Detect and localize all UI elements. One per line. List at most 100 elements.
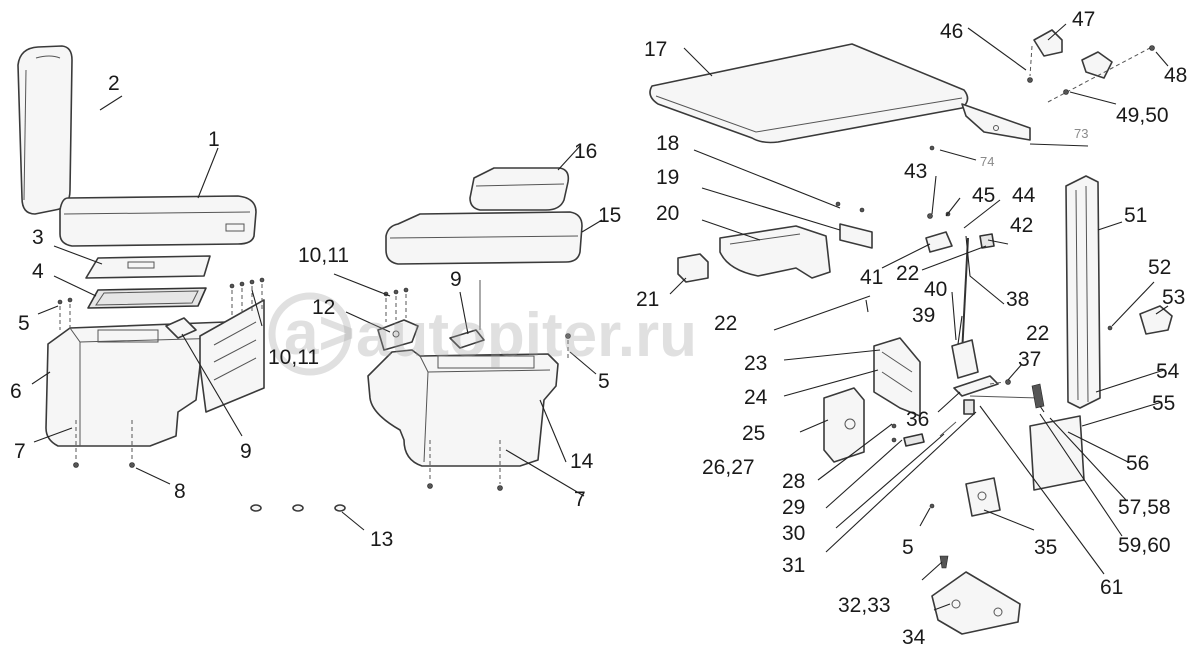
callout-32-33: 32,33 xyxy=(838,594,891,617)
callout-18: 18 xyxy=(656,132,679,155)
callout-29: 29 xyxy=(782,496,805,519)
callout-34: 34 xyxy=(902,626,926,649)
middle-seat-assembly xyxy=(367,167,583,491)
callout-55: 55 xyxy=(1152,392,1175,415)
left-fasteners xyxy=(57,277,346,512)
leader-lines xyxy=(31,23,1169,611)
callout-37: 37 xyxy=(1018,348,1041,371)
callout-25: 25 xyxy=(742,422,765,445)
callout-9b: 9 xyxy=(450,268,462,291)
callout-30: 30 xyxy=(782,522,805,545)
callout-38: 38 xyxy=(1006,288,1029,311)
callout-8: 8 xyxy=(174,480,186,503)
callout-17: 17 xyxy=(644,38,667,61)
part-base-plate-34 xyxy=(931,571,1021,635)
part-hinge-53 xyxy=(1139,305,1173,335)
callout-19: 19 xyxy=(656,166,679,189)
watermark: a> autopiter.ru xyxy=(268,292,697,376)
part-mechanism-39 xyxy=(951,339,979,379)
callout-22c: 22 xyxy=(1026,322,1049,345)
callout-47: 47 xyxy=(1072,8,1095,31)
part-small-cushion xyxy=(469,167,570,211)
callout-46: 46 xyxy=(940,20,963,43)
callout-61: 61 xyxy=(1100,576,1123,599)
callout-36: 36 xyxy=(906,408,929,431)
part-side-panel xyxy=(199,299,265,413)
callout-56: 56 xyxy=(1126,452,1149,475)
part-rod-38 xyxy=(961,237,969,355)
part-bushing-42 xyxy=(979,233,995,249)
callout-31: 31 xyxy=(782,554,805,577)
callout-7a: 7 xyxy=(14,440,26,463)
callout-15: 15 xyxy=(598,204,621,227)
part-bracket-47b xyxy=(1081,51,1113,79)
callout-16: 16 xyxy=(574,140,597,163)
callout-73: 73 xyxy=(1074,126,1088,141)
callout-42: 42 xyxy=(1010,214,1033,237)
part-bracket-12 xyxy=(377,319,419,351)
callout-10-11b: 10,11 xyxy=(268,346,319,369)
callout-22a: 22 xyxy=(714,312,737,335)
part-bar-19 xyxy=(839,223,873,249)
callout-28: 28 xyxy=(782,470,805,493)
callout-54: 54 xyxy=(1156,360,1180,383)
watermark-symbol: a> xyxy=(284,299,355,368)
part-latch-35 xyxy=(965,477,1001,517)
callout-39: 39 xyxy=(912,304,935,327)
callout-10-11a: 10,11 xyxy=(298,244,349,267)
part-lever-36 xyxy=(953,375,999,397)
part-seat-plate xyxy=(85,255,211,279)
callout-2: 2 xyxy=(108,72,120,95)
callout-12: 12 xyxy=(312,296,335,319)
callout-52: 52 xyxy=(1148,256,1171,279)
part-spring-29 xyxy=(903,433,925,447)
callout-4: 4 xyxy=(32,260,44,283)
watermark-text: autopiter.ru xyxy=(356,301,697,370)
part-backrest-cushion xyxy=(17,45,73,215)
part-middle-seat-cushion xyxy=(385,211,583,265)
part-seat-cushion xyxy=(59,195,257,247)
callout-1: 1 xyxy=(208,128,220,151)
callout-44: 44 xyxy=(1012,184,1036,207)
callout-59-60: 59,60 xyxy=(1118,534,1171,557)
callout-13: 13 xyxy=(370,528,393,551)
part-bracket-9 xyxy=(165,317,197,339)
callout-45: 45 xyxy=(972,184,995,207)
part-tray-20 xyxy=(719,225,831,279)
part-support-column-51 xyxy=(1065,175,1101,409)
callout-40: 40 xyxy=(924,278,947,301)
part-middle-box-housing xyxy=(367,349,559,467)
callout-43: 43 xyxy=(904,160,927,183)
part-side-panel-56 xyxy=(1029,415,1085,491)
callout-20: 20 xyxy=(656,202,679,225)
callout-24: 24 xyxy=(744,386,768,409)
callout-23: 23 xyxy=(744,352,767,375)
callout-74: 74 xyxy=(980,154,994,169)
callout-9a: 9 xyxy=(240,440,252,463)
callout-35: 35 xyxy=(1034,536,1057,559)
callout-6: 6 xyxy=(10,380,22,403)
callout-5c: 5 xyxy=(902,536,914,559)
callout-53: 53 xyxy=(1162,286,1185,309)
callout-14: 14 xyxy=(570,450,594,473)
callout-51: 51 xyxy=(1124,204,1147,227)
part-top-lid xyxy=(649,43,969,144)
callout-49-50: 49,50 xyxy=(1116,104,1169,127)
part-lid-hinge xyxy=(961,103,1031,141)
left-seat-assembly xyxy=(17,45,346,512)
callout-3: 3 xyxy=(32,226,44,249)
callout-labels: 2 1 3 4 5 6 7 8 9 10,11 10,11 12 9 13 14… xyxy=(10,8,1187,649)
callout-7b: 7 xyxy=(574,488,586,511)
callout-22b: 22 xyxy=(896,262,919,285)
right-backrest-mechanism xyxy=(649,29,1173,635)
callout-21: 21 xyxy=(636,288,659,311)
middle-fasteners xyxy=(383,287,571,491)
callout-57-58: 57,58 xyxy=(1118,496,1171,519)
part-bracket-frame-24 xyxy=(873,337,921,417)
callout-5b: 5 xyxy=(598,370,610,393)
callout-41: 41 xyxy=(860,266,883,289)
callout-48: 48 xyxy=(1164,64,1187,87)
part-block-21 xyxy=(677,253,709,283)
part-bracket-47 xyxy=(1033,29,1063,57)
